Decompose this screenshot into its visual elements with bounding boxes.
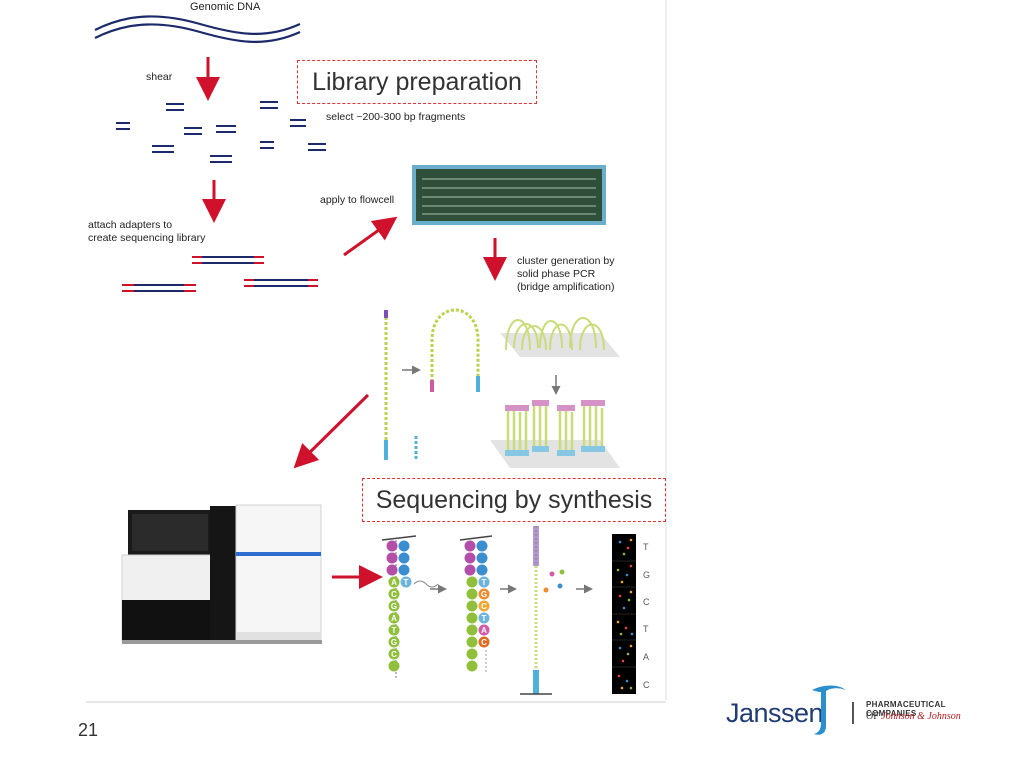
logo-pharma-line: PHARMACEUTICAL COMPANIES <box>866 700 946 718</box>
sbs-strand-2 <box>459 535 493 672</box>
logo-wordmark: Janssen <box>726 698 824 728</box>
adapters-label-line1: attach adapters to <box>88 219 172 231</box>
sbs-strand-3 <box>520 526 565 695</box>
cluster-label-line3: (bridge amplification) <box>517 281 614 293</box>
select-fragments-label: select ~200-300 bp fragments <box>326 111 465 123</box>
base-label: T <box>392 626 397 635</box>
base-label: A <box>391 614 397 623</box>
base-label: G <box>391 602 397 611</box>
image-letter: C <box>643 680 650 690</box>
to-flowcell-arrow <box>343 216 398 257</box>
genomic-dna-strand <box>94 15 301 43</box>
sequencing-by-synthesis-label: Sequencing by synthesis <box>362 478 666 522</box>
base-label: T <box>404 578 409 587</box>
bridge-arch <box>430 308 480 392</box>
slide-number: 21 <box>78 720 99 740</box>
adapter-fragment-3 <box>122 284 196 292</box>
adapters-label-line2: create sequencing library <box>88 232 206 244</box>
sbs-strand-2-bases: T G C T A C <box>481 578 487 647</box>
logo-jj-name: Johnson & Johnson <box>881 711 961 722</box>
base-label: T <box>482 614 487 623</box>
logo-jj-line: OF Johnson & Johnson <box>866 711 961 722</box>
flowcell-surface-arches <box>500 317 620 357</box>
flowcell-label: apply to flowcell <box>320 194 394 206</box>
base-label: T <box>482 578 487 587</box>
base-label: G <box>391 638 397 647</box>
base-label: A <box>391 578 397 587</box>
image-letter: G <box>643 570 650 580</box>
flowcell <box>412 165 606 225</box>
sbs-strand-1 <box>381 535 439 680</box>
imaging-base-letters: T G C T A C <box>643 542 650 690</box>
single-strand-template <box>384 310 418 460</box>
janssen-logo: Janssen PHARMACEUTICAL COMPANIES OF John… <box>724 680 994 740</box>
base-label: G <box>481 590 487 599</box>
image-letter: T <box>643 542 649 552</box>
base-label: C <box>391 590 397 599</box>
logo-separator <box>852 702 854 724</box>
cluster-label-line1: cluster generation by <box>517 255 615 267</box>
base-label: C <box>481 602 487 611</box>
library-preparation-label: Library preparation <box>297 60 537 104</box>
flowcell-surface-clusters <box>490 400 620 468</box>
adapter-fragment-2 <box>244 279 318 287</box>
sequencer-instrument <box>121 504 322 644</box>
base-label: C <box>391 650 397 659</box>
image-letter: A <box>643 652 649 662</box>
genomic-dna-label: Genomic DNA <box>190 1 261 13</box>
to-sequencer-arrow <box>293 393 370 469</box>
janssen-swoosh-icon <box>812 685 846 735</box>
sbs-strand-1-bases: A T C G A T G C <box>391 578 409 659</box>
base-label: A <box>481 626 487 635</box>
logo-jj-prefix: OF <box>866 711 879 722</box>
image-letter: C <box>643 597 650 607</box>
cluster-label-line2: solid phase PCR <box>517 268 596 280</box>
shear-label: shear <box>146 71 173 83</box>
imaging-panels <box>612 534 636 694</box>
image-letter: T <box>643 624 649 634</box>
base-label: C <box>481 638 487 647</box>
dna-fragments <box>116 101 326 163</box>
adapter-fragment-1 <box>192 256 264 264</box>
